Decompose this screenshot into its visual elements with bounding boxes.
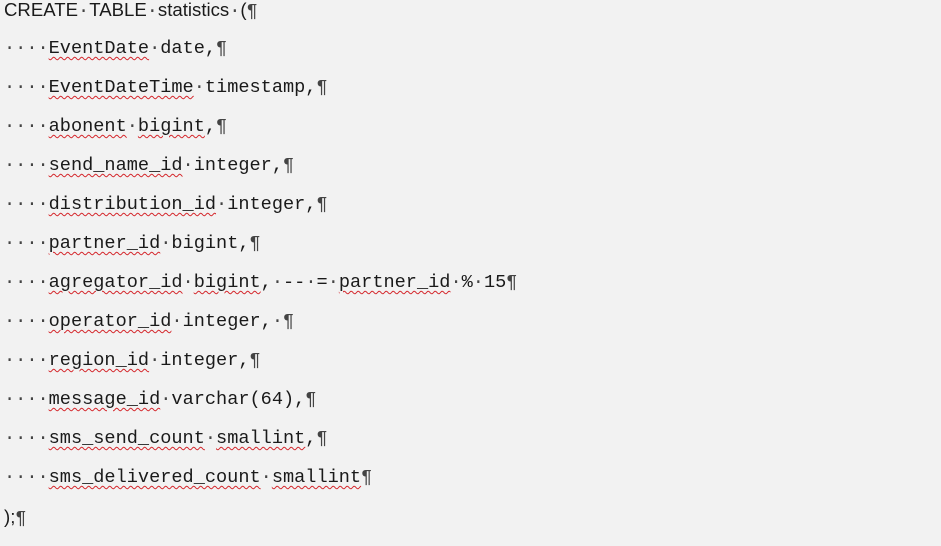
code-line[interactable]: ····partner_id·bigint,¶ [4, 234, 934, 273]
formatting-mark: · [78, 1, 90, 22]
code-text: , [260, 272, 272, 293]
formatting-mark: ···· [4, 272, 49, 293]
code-line[interactable]: ····region_id·integer,¶ [4, 351, 934, 390]
misspelled-word: smallint [216, 428, 306, 449]
code-line[interactable]: ····operator_id·integer,·¶ [4, 312, 934, 351]
formatting-mark: ¶ [316, 428, 328, 449]
formatting-mark: · [182, 155, 194, 176]
formatting-mark: ···· [4, 389, 49, 410]
formatting-mark: · [160, 233, 172, 254]
formatting-mark: · [450, 272, 462, 293]
code-text: 15 [483, 272, 507, 293]
formatting-mark: ···· [4, 428, 49, 449]
formatting-mark: ···· [4, 155, 49, 176]
misspelled-word: sms_send_count [48, 428, 205, 449]
formatting-mark: ¶ [316, 77, 328, 98]
formatting-mark: ···· [4, 77, 49, 98]
formatting-mark: · [327, 272, 339, 293]
misspelled-word: EventDateTime [48, 77, 194, 98]
code-line[interactable]: );¶ [4, 507, 934, 546]
formatting-mark: · [149, 350, 161, 371]
formatting-mark: · [204, 428, 217, 449]
formatting-mark: ¶ [361, 467, 373, 488]
code-text: , [204, 116, 217, 137]
formatting-mark: · [271, 272, 284, 293]
code-text: statistics [157, 0, 230, 20]
formatting-mark: ···· [4, 194, 49, 215]
formatting-mark: · [216, 194, 228, 215]
code-line[interactable]: ····message_id·varchar(64),¶ [4, 390, 934, 429]
code-line[interactable]: ····distribution_id·integer,¶ [4, 195, 934, 234]
code-text: TABLE [89, 0, 147, 20]
formatting-mark: · [271, 311, 283, 332]
code-line[interactable]: ····send_name_id·integer,¶ [4, 156, 934, 195]
code-text: varchar(64), [171, 389, 306, 410]
formatting-mark: ···· [4, 233, 49, 254]
formatting-mark: ···· [4, 311, 49, 332]
code-line[interactable]: ····abonent·bigint,¶ [4, 117, 934, 156]
code-text: ); [4, 506, 16, 527]
code-text: integer, [160, 350, 250, 371]
code-text: integer, [227, 194, 317, 215]
misspelled-word: distribution_id [48, 194, 217, 215]
misspelled-word: bigint [193, 272, 261, 293]
code-text: CREATE [4, 0, 79, 20]
code-line[interactable]: ····EventDateTime·timestamp,¶ [4, 78, 934, 117]
formatting-mark: · [229, 1, 241, 22]
misspelled-word: message_id [48, 389, 161, 410]
formatting-mark: · [149, 38, 161, 59]
code-line[interactable]: ····sms_send_count·smallint,¶ [4, 429, 934, 468]
code-text: = [316, 272, 328, 293]
formatting-mark: ···· [4, 467, 49, 488]
code-text: ( [240, 0, 247, 20]
misspelled-word: partner_id [48, 233, 161, 254]
formatting-mark: · [160, 389, 172, 410]
misspelled-word: region_id [48, 350, 150, 371]
code-line[interactable]: ····agregator_id·bigint,·--·=·partner_id… [4, 273, 934, 312]
misspelled-word: bigint [137, 116, 205, 137]
formatting-mark: ¶ [249, 350, 261, 371]
misspelled-word: operator_id [48, 311, 172, 332]
formatting-mark: ¶ [216, 38, 228, 59]
formatting-mark: ···· [4, 350, 49, 371]
misspelled-word: EventDate [48, 38, 150, 59]
misspelled-word: partner_id [338, 272, 451, 293]
formatting-mark: · [171, 311, 183, 332]
code-line[interactable]: CREATE·TABLE·statistics·(¶ [4, 0, 934, 39]
code-line[interactable]: ····sms_delivered_count·smallint¶ [4, 468, 934, 507]
formatting-mark: ¶ [283, 311, 295, 332]
misspelled-word: sms_delivered_count [48, 467, 261, 488]
formatting-mark: · [193, 77, 205, 98]
code-text: integer, [193, 155, 283, 176]
code-text: % [461, 272, 473, 293]
misspelled-word: smallint [271, 467, 362, 488]
code-text: -- [283, 272, 306, 293]
misspelled-word: abonent [48, 116, 127, 137]
document-body[interactable]: CREATE·TABLE·statistics·(¶····EventDate·… [4, 0, 934, 546]
formatting-mark: ¶ [216, 116, 228, 137]
formatting-mark: ¶ [305, 389, 317, 410]
formatting-mark: ¶ [316, 194, 328, 215]
formatting-mark: · [260, 467, 272, 488]
misspelled-word: send_name_id [48, 155, 183, 176]
formatting-mark: ¶ [246, 1, 258, 22]
code-text: timestamp, [204, 77, 317, 98]
formatting-mark: · [182, 272, 194, 293]
misspelled-word: agregator_id [48, 272, 183, 293]
code-text: bigint, [171, 233, 250, 254]
formatting-mark: ¶ [282, 155, 295, 176]
formatting-mark: · [126, 116, 138, 137]
formatting-mark: ···· [4, 38, 49, 59]
formatting-mark: ···· [4, 116, 49, 137]
code-text: , [305, 428, 317, 449]
formatting-mark: · [472, 272, 484, 293]
formatting-mark: ¶ [15, 508, 27, 529]
formatting-mark: ¶ [249, 233, 261, 254]
formatting-mark: · [146, 1, 158, 22]
formatting-mark: ¶ [506, 272, 518, 293]
code-line[interactable]: ····EventDate·date,¶ [4, 39, 934, 78]
code-text: integer, [182, 311, 272, 332]
code-text: date, [160, 38, 217, 59]
formatting-mark: · [305, 272, 317, 293]
